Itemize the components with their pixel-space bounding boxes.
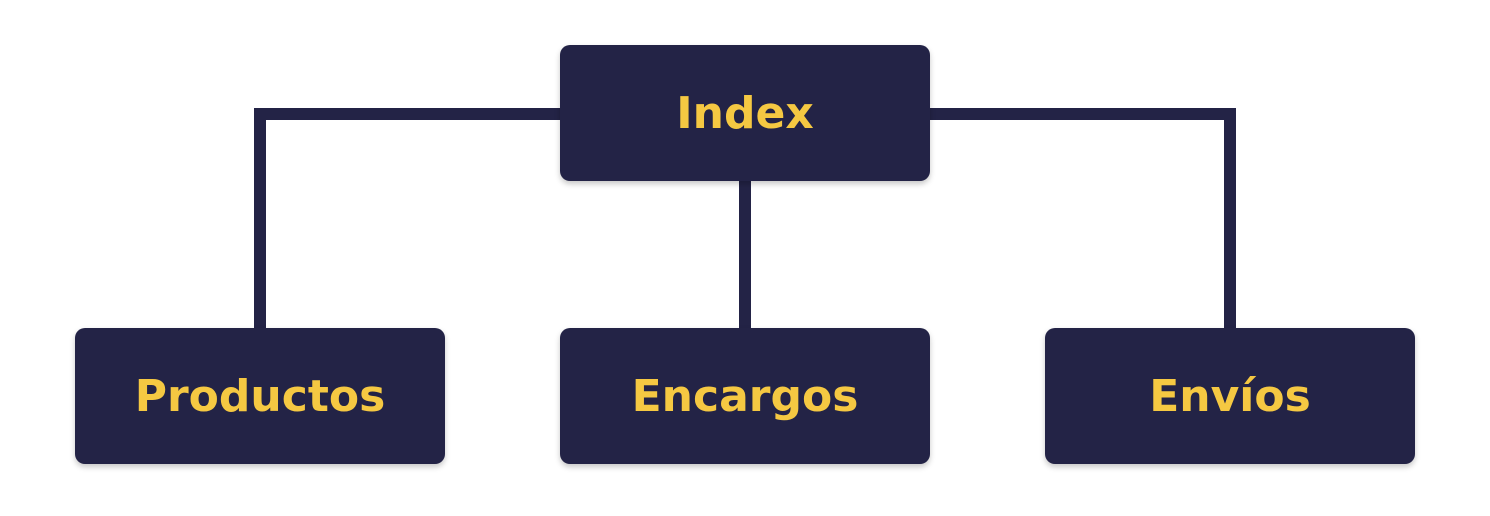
connector-index-envios xyxy=(930,108,1236,330)
node-envios-label: Envíos xyxy=(1149,370,1311,422)
node-index-label: Index xyxy=(676,87,814,139)
connector-index-productos xyxy=(254,108,560,330)
node-envios[interactable]: Envíos xyxy=(1045,328,1415,464)
node-productos-label: Productos xyxy=(134,370,386,422)
node-encargos[interactable]: Encargos xyxy=(560,328,930,464)
node-productos[interactable]: Productos xyxy=(75,328,445,464)
node-encargos-label: Encargos xyxy=(631,370,859,422)
node-index[interactable]: Index xyxy=(560,45,930,181)
